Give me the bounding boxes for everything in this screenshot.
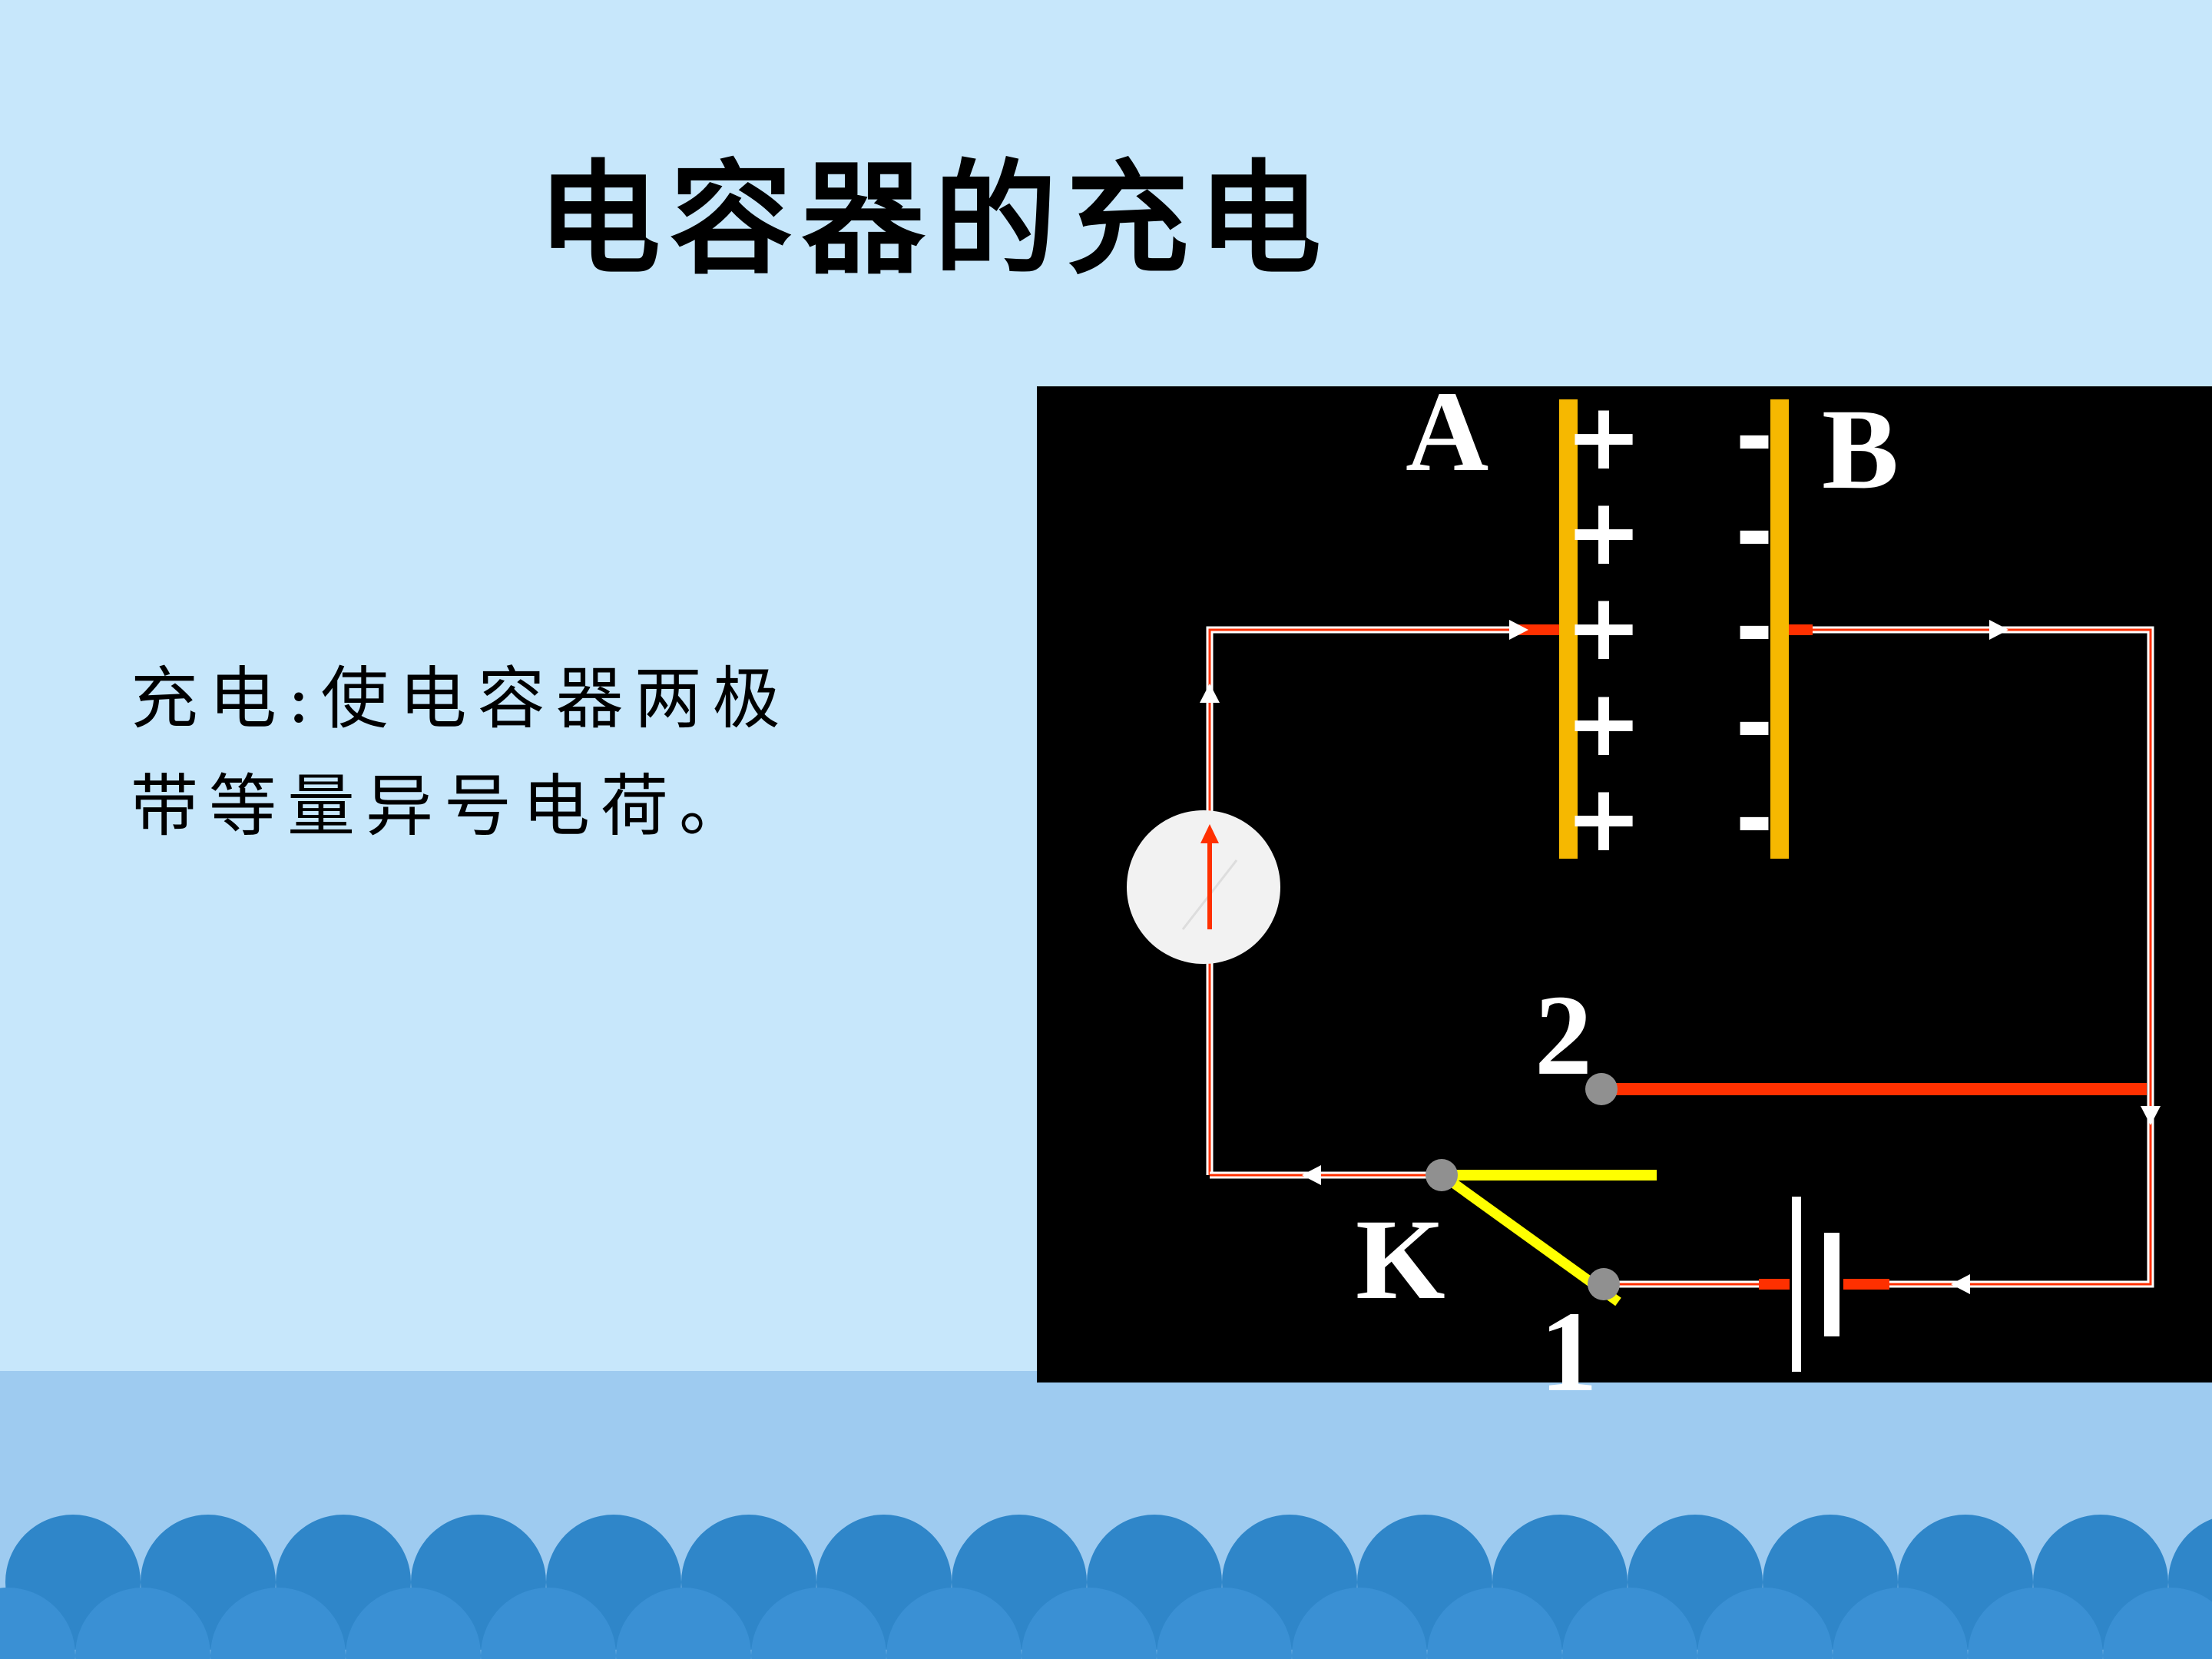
switch-k bbox=[1426, 1073, 1657, 1306]
wave-scallop bbox=[1292, 1588, 1427, 1659]
wave-scallop bbox=[886, 1588, 1022, 1659]
galvanometer bbox=[1127, 810, 1280, 964]
label-plate-a: A bbox=[1406, 368, 1488, 495]
label-plate-b: B bbox=[1822, 386, 1899, 513]
negative-charge-sign: - bbox=[1735, 479, 1773, 586]
slide-title: 电容器的充电 bbox=[538, 147, 1331, 291]
battery bbox=[1792, 1197, 1839, 1372]
wave-scallop bbox=[1562, 1588, 1697, 1659]
wave-scallop bbox=[1427, 1588, 1562, 1659]
wave-scallop bbox=[1968, 1588, 2103, 1659]
wave-scallop bbox=[751, 1588, 886, 1659]
negative-charge-sign: - bbox=[1735, 671, 1773, 777]
label-terminal-1: 1 bbox=[1540, 1288, 1598, 1416]
wave-scallop bbox=[346, 1588, 481, 1659]
wave-scallop bbox=[1022, 1588, 1157, 1659]
negative-charge-sign: - bbox=[1735, 766, 1773, 873]
wave-scallop bbox=[1157, 1588, 1292, 1659]
circuit-wires bbox=[1206, 624, 2154, 1290]
terminal-1-dot bbox=[1588, 1268, 1620, 1300]
positive-charge-sign: + bbox=[1565, 766, 1643, 873]
wave-scallop bbox=[2103, 1588, 2212, 1659]
wave-scallop bbox=[1697, 1588, 1833, 1659]
galvanometer-needle-icon bbox=[1200, 824, 1219, 843]
wave-scallop bbox=[210, 1588, 346, 1659]
definition-text: 充电:使电容器两极 带等量异号电荷。 bbox=[131, 645, 899, 860]
label-switch-k: K bbox=[1356, 1196, 1445, 1323]
definition-line-2: 带等量异号电荷。 bbox=[131, 767, 758, 846]
positive-charge-sign: + bbox=[1565, 575, 1643, 681]
definition-line-1: 充电:使电容器两极 bbox=[131, 659, 791, 738]
label-terminal-2: 2 bbox=[1535, 972, 1592, 1099]
wave-scallop bbox=[0, 1588, 75, 1659]
negative-charge-sign: - bbox=[1735, 384, 1773, 491]
negative-charge-sign: - bbox=[1735, 575, 1773, 681]
wave-pattern bbox=[0, 1515, 2212, 1659]
capacitor-plate-a bbox=[1559, 399, 1578, 859]
plate-b-charges: ----- bbox=[1735, 384, 1773, 873]
wave-scallop bbox=[75, 1588, 210, 1659]
positive-charge-sign: + bbox=[1565, 384, 1643, 491]
wave-scallop bbox=[1833, 1588, 1968, 1659]
positive-charge-sign: + bbox=[1565, 479, 1643, 586]
wave-scallop bbox=[481, 1588, 616, 1659]
positive-charge-sign: + bbox=[1565, 671, 1643, 777]
current-arrows bbox=[1200, 620, 2161, 1294]
capacitor-plate-b bbox=[1770, 399, 1789, 859]
wave-scallop bbox=[616, 1588, 751, 1659]
terminal-2-dot bbox=[1585, 1073, 1618, 1105]
plate-a-charges: +++++ bbox=[1565, 384, 1643, 873]
